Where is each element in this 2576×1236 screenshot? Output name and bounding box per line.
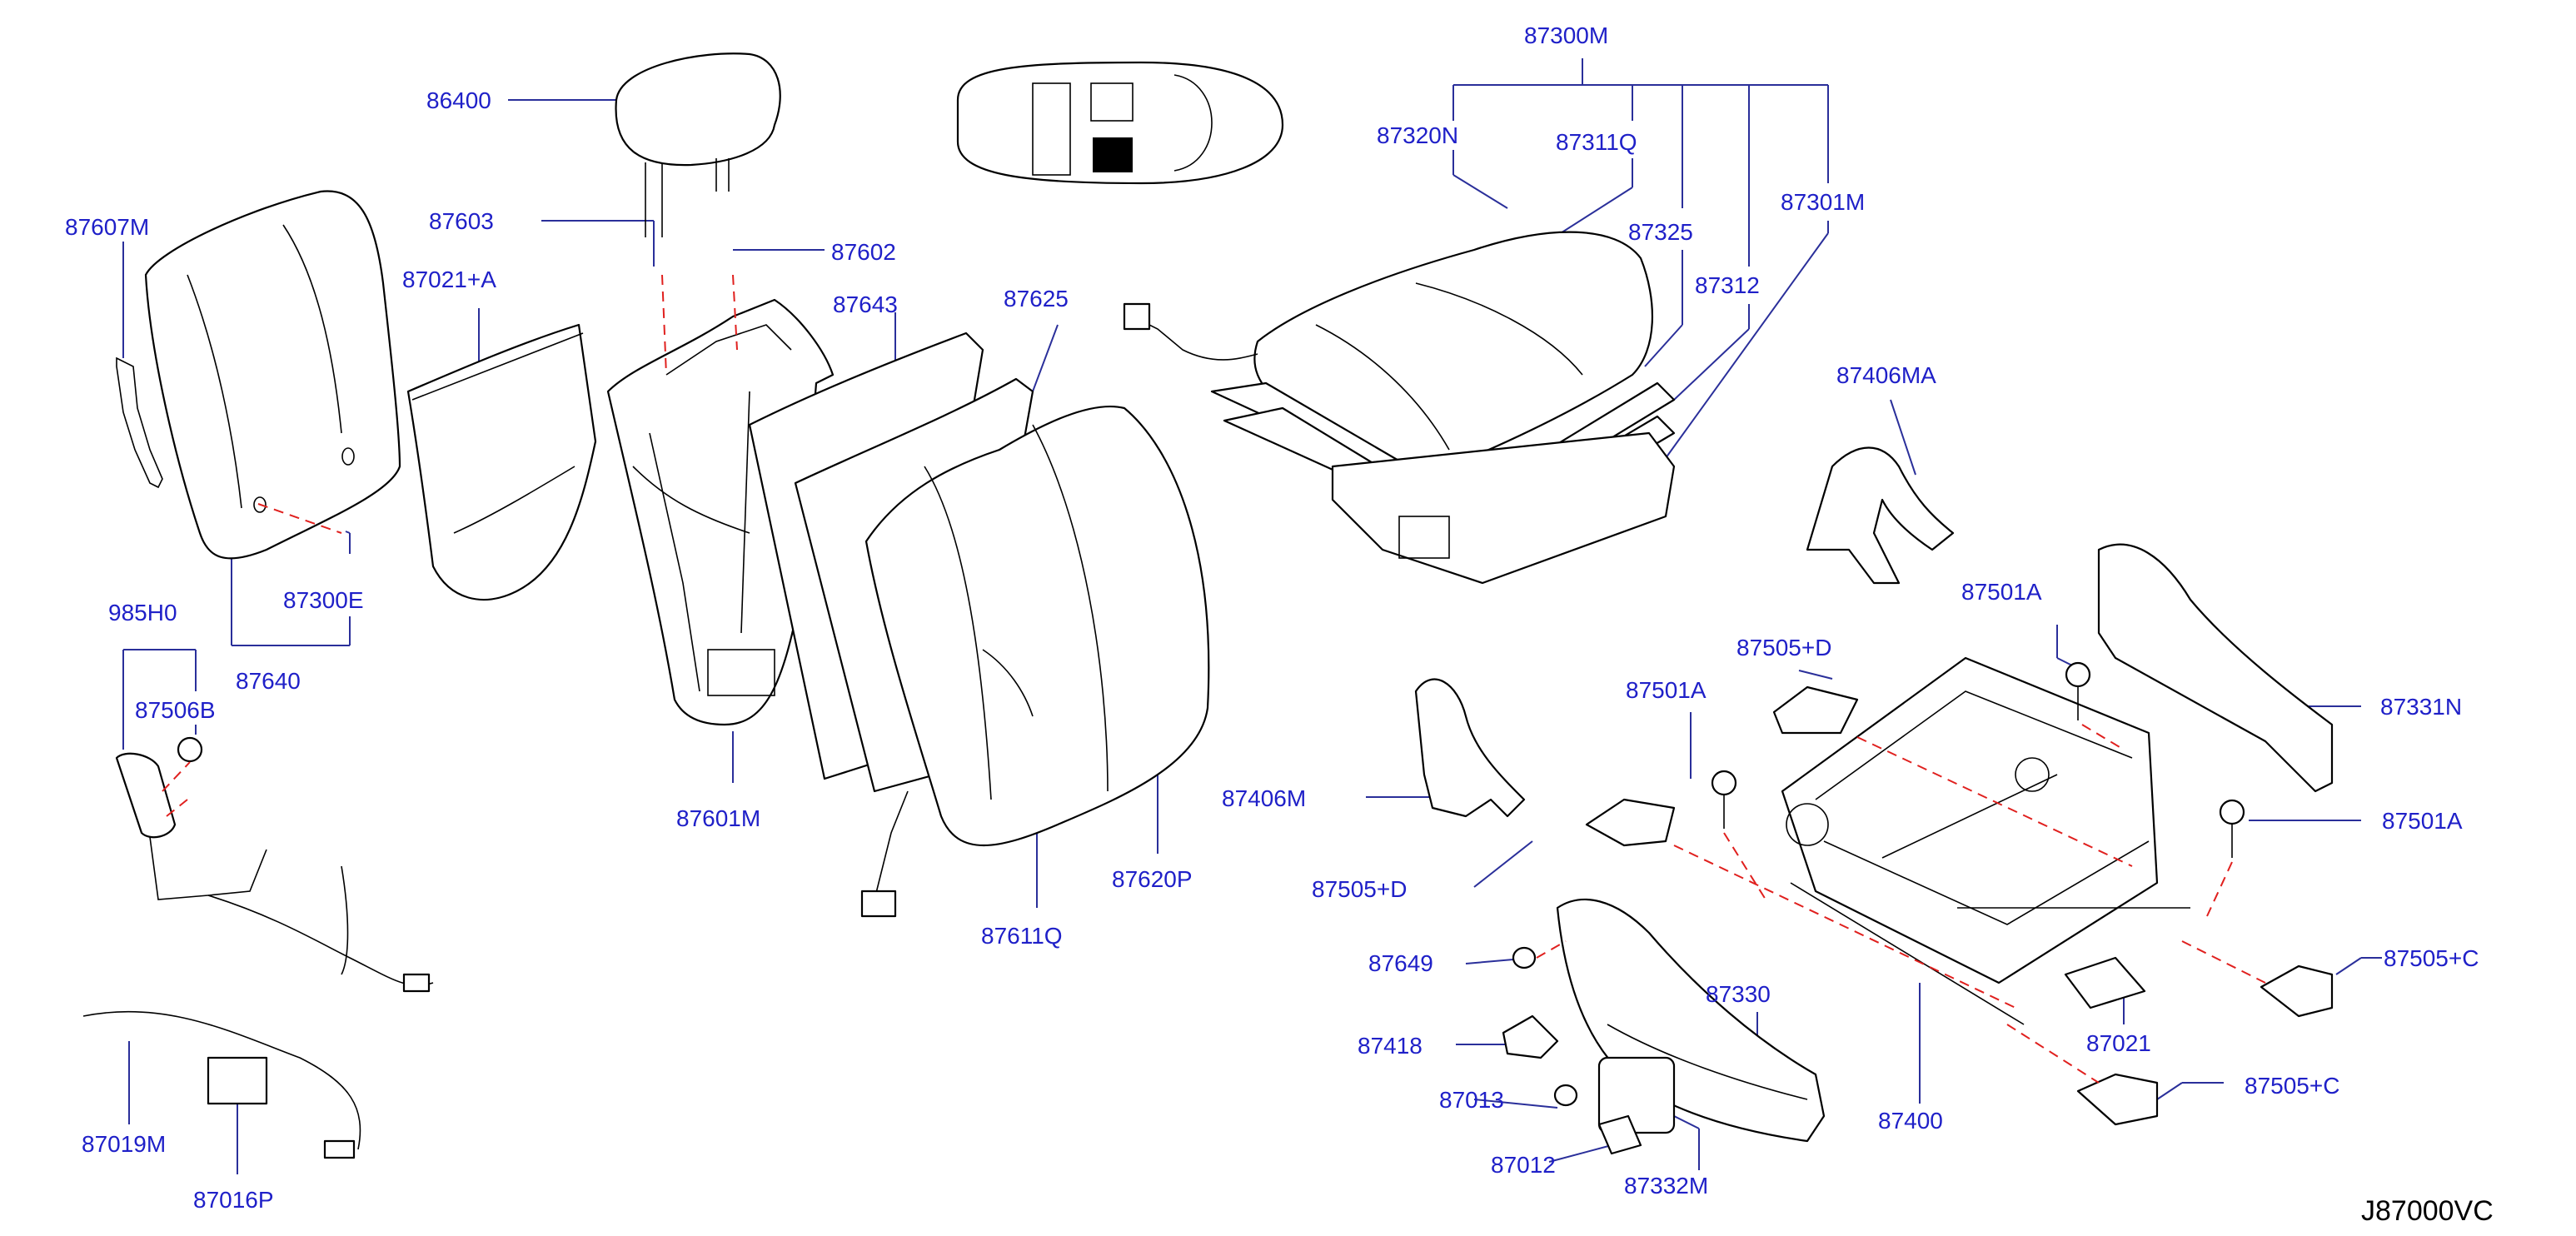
part-label-87601m: 87601M	[676, 805, 760, 831]
part-label-87649: 87649	[1368, 950, 1433, 976]
part-label-87021: 87021	[2086, 1030, 2151, 1056]
part-labels: 86400 87603 87602 87607M 87021+A 87643 8…	[65, 22, 2479, 1213]
part-label-87501a-1: 87501A	[1626, 677, 1707, 703]
diagram-code: J87000VC	[2361, 1195, 2494, 1227]
side-finisher-drawing	[1556, 898, 1826, 1143]
part-label-87332m: 87332M	[1624, 1173, 1708, 1199]
part-label-87501a-2: 87501A	[1961, 579, 2042, 605]
lh-seat-cover-drawing	[1414, 678, 1526, 818]
seatback-cover-drawing	[860, 405, 1210, 918]
seat-adjuster-drawing	[1781, 656, 2190, 1025]
part-label-87602: 87602	[831, 239, 896, 265]
assembly-guides	[162, 274, 2266, 1084]
seat-cushion-drawing	[1123, 231, 1676, 585]
part-label-87603: 87603	[429, 208, 494, 234]
part-label-87505d-1: 87505+D	[1736, 635, 1831, 660]
part-label-87506b: 87506B	[135, 697, 216, 723]
part-label-87021a: 87021+A	[402, 267, 496, 292]
part-label-87418: 87418	[1358, 1033, 1423, 1059]
part-label-87320n: 87320N	[1377, 122, 1458, 148]
part-label-87016p: 87016P	[193, 1187, 274, 1213]
part-label-87330: 87330	[1706, 981, 1771, 1007]
part-label-87012: 87012	[1491, 1152, 1556, 1178]
part-label-87301m: 87301M	[1781, 189, 1865, 215]
part-label-87505c-2: 87505+C	[2245, 1073, 2339, 1099]
part-label-87625: 87625	[1004, 286, 1069, 311]
part-label-87013: 87013	[1439, 1087, 1504, 1113]
part-label-87300m: 87300M	[1524, 22, 1608, 48]
part-label-87311q: 87311Q	[1556, 129, 1637, 155]
part-label-87331n: 87331N	[2380, 694, 2462, 720]
seatback-frame-drawing	[606, 298, 835, 726]
part-label-87505d-2: 87505+D	[1312, 876, 1407, 902]
part-label-87611q: 87611Q	[981, 923, 1063, 949]
seatback-board-drawing	[116, 190, 401, 560]
part-label-985h0: 985H0	[108, 600, 177, 625]
part-label-87643: 87643	[833, 292, 898, 317]
part-label-87620p: 87620P	[1112, 866, 1193, 892]
back-pocket-drawing	[406, 323, 597, 601]
headrest-drawing	[615, 52, 781, 237]
vehicle-location-icon	[956, 61, 1284, 185]
part-label-87300e: 87300E	[283, 587, 364, 613]
wiring-harness-drawing	[82, 736, 434, 1159]
part-label-87406ma: 87406MA	[1836, 362, 1936, 388]
part-label-87607m: 87607M	[65, 214, 149, 240]
part-label-87406m: 87406M	[1222, 785, 1306, 811]
part-label-87505c-1: 87505+C	[2384, 945, 2479, 971]
part-label-86400: 86400	[426, 87, 491, 113]
part-label-87400: 87400	[1878, 1108, 1943, 1134]
part-label-87325: 87325	[1628, 219, 1693, 245]
part-label-87501a-3: 87501A	[2382, 808, 2463, 834]
small-parts-drawing	[1502, 946, 2146, 1155]
part-label-87312: 87312	[1695, 272, 1760, 298]
part-label-87640: 87640	[236, 668, 301, 694]
rh-seat-cover-drawing	[1806, 446, 1955, 585]
seat-side-trim-drawing	[2097, 543, 2334, 793]
bolts-drawing	[1711, 661, 2245, 858]
rail-caps-drawing	[1585, 685, 2334, 1126]
part-label-87019m: 87019M	[82, 1131, 166, 1157]
